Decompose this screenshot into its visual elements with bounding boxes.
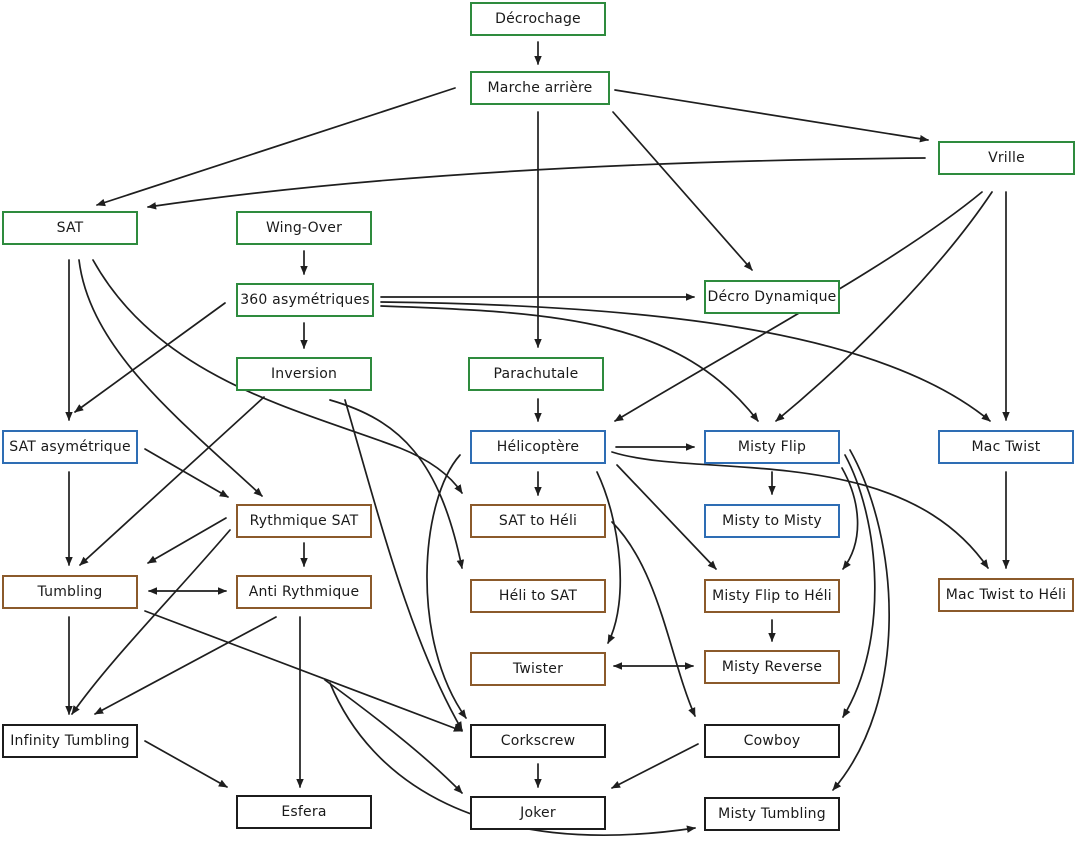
edge-vrille-to-sat — [147, 157, 926, 210]
edge-mistyflip-to-cowboy — [842, 454, 876, 718]
node-label: Mac Twist — [971, 439, 1041, 455]
node-label: Joker — [520, 805, 556, 821]
node-label: Cowboy — [743, 733, 801, 749]
node-label: 360 asymétriques — [240, 292, 370, 308]
edge-rythsat-to-inftumbling — [71, 529, 231, 715]
node-inftumbling: Infinity Tumbling — [2, 724, 138, 758]
node-mistyreverse: Misty Reverse — [704, 650, 840, 684]
node-label: Twister — [512, 661, 564, 677]
edge-asym360-to-mactwist — [380, 301, 991, 422]
node-label: Misty Reverse — [721, 659, 823, 675]
node-label: SAT asymétrique — [9, 439, 131, 455]
node-label: Décro Dynamique — [707, 289, 837, 305]
node-mistyfliptoheli: Misty Flip to Héli — [704, 579, 840, 613]
node-label: Décrochage — [495, 11, 581, 27]
node-asym360: 360 asymétriques — [236, 283, 374, 317]
node-sattoheli: SAT to Héli — [470, 504, 606, 538]
edge-sat-to-sattoheli — [92, 259, 463, 494]
node-label: Misty Tumbling — [718, 806, 826, 822]
edge-inversion-to-corkscrew — [344, 399, 463, 731]
node-helitosat: Héli to SAT — [470, 579, 606, 613]
edge-antiryth-to-inftumbling — [94, 616, 277, 715]
node-rythsat: Rythmique SAT — [236, 504, 372, 538]
edge-helico-to-twister — [596, 471, 622, 644]
edge-mistyflip-to-mistytumbling — [832, 449, 890, 791]
edge-vrille-to-mistyflip — [775, 191, 993, 422]
node-label: SAT to Héli — [498, 513, 578, 529]
edge-marche-to-decrodyn — [612, 111, 753, 271]
edge-sat-to-rythsat — [78, 259, 263, 497]
node-label: Mac Twist to Héli — [945, 587, 1067, 603]
edge-tumbling-to-corkscrew — [144, 610, 463, 732]
edge-inftumbling-to-esfera — [144, 740, 228, 788]
edge-satasym-to-rythsat — [144, 448, 229, 498]
node-label: Infinity Tumbling — [10, 733, 130, 749]
node-label: Tumbling — [37, 584, 103, 600]
node-joker: Joker — [470, 796, 606, 830]
node-label: Inversion — [270, 366, 338, 382]
node-inversion: Inversion — [236, 357, 372, 391]
node-wingover: Wing-Over — [236, 211, 372, 245]
edge-asym360-to-mistyflip — [380, 305, 759, 422]
node-label: Vrille — [988, 150, 1025, 166]
node-label: Misty Flip to Héli — [712, 588, 832, 604]
node-mactwist: Mac Twist — [938, 430, 1074, 464]
node-label: Parachutale — [493, 366, 579, 382]
edge-marche-to-vrille — [614, 89, 929, 143]
node-decrodyn: Décro Dynamique — [704, 280, 840, 314]
node-label: Misty to Misty — [722, 513, 822, 529]
node-label: Héli to SAT — [498, 588, 578, 604]
node-mistyflip: Misty Flip — [704, 430, 840, 464]
node-label: Wing-Over — [265, 220, 343, 236]
node-esfera: Esfera — [236, 795, 372, 829]
node-label: Esfera — [281, 804, 327, 820]
node-helico: Hélicoptère — [470, 430, 606, 464]
edge-asym360-to-satasym — [74, 302, 226, 413]
node-marche: Marche arrière — [470, 71, 610, 105]
edge-inversion-to-tumbling — [79, 396, 265, 566]
edge-helico-to-corkscrew — [426, 454, 467, 719]
node-corkscrew: Corkscrew — [470, 724, 606, 758]
edge-rythsat-to-tumbling — [147, 517, 227, 564]
edge-helico-to-mistyfliptoheli — [616, 464, 717, 570]
node-mistytomisty: Misty to Misty — [704, 504, 840, 538]
node-label: Anti Rythmique — [248, 584, 360, 600]
edge-mistyflip-to-mistyfliptoheli — [841, 467, 859, 570]
node-label: Misty Flip — [737, 439, 807, 455]
edge-tumbling-to-mistytumbling — [329, 682, 696, 836]
edge-helico-to-helitosat — [329, 399, 465, 569]
node-tumbling: Tumbling — [2, 575, 138, 609]
edge-marche-to-sat — [96, 87, 456, 207]
node-label: Marche arrière — [487, 80, 593, 96]
node-twister: Twister — [470, 652, 606, 686]
node-sat: SAT — [2, 211, 138, 245]
node-label: Corkscrew — [500, 733, 576, 749]
edge-cowboy-to-joker — [611, 743, 699, 789]
node-label: Rythmique SAT — [249, 513, 359, 529]
node-cowboy: Cowboy — [704, 724, 840, 758]
node-antiryth: Anti Rythmique — [236, 575, 372, 609]
node-satasym: SAT asymétrique — [2, 430, 138, 464]
edge-tumbling-to-joker — [324, 679, 463, 794]
node-label: Hélicoptère — [496, 439, 580, 455]
node-label: SAT — [56, 220, 84, 236]
node-vrille: Vrille — [938, 141, 1075, 175]
node-parachutale: Parachutale — [468, 357, 604, 391]
node-mistytumbling: Misty Tumbling — [704, 797, 840, 831]
node-mactwisttoheli: Mac Twist to Héli — [938, 578, 1074, 612]
edge-helico-to-mactwisttoheli — [611, 451, 989, 569]
node-decrochage: Décrochage — [470, 2, 606, 36]
edge-sattoheli-to-cowboy — [611, 521, 696, 717]
